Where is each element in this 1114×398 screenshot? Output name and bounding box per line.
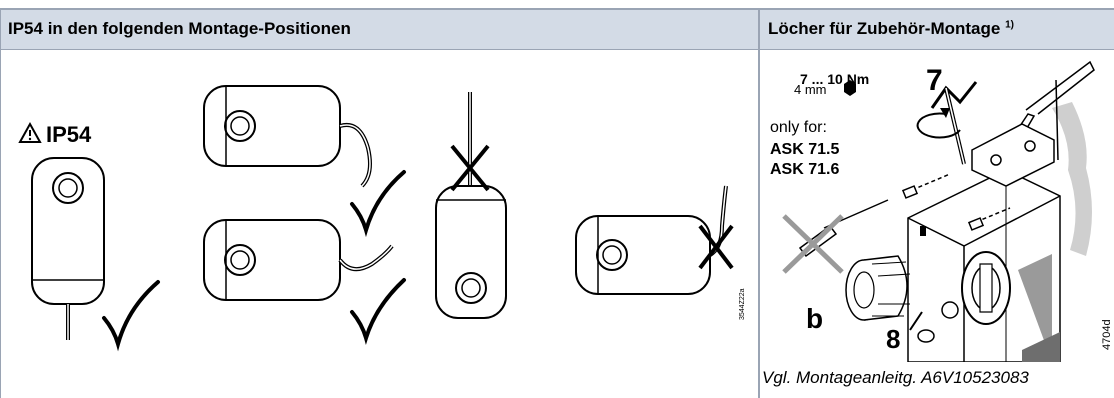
hex-size-label: 4 mm: [794, 82, 827, 97]
rotation-arrow-icon: [916, 112, 961, 139]
step-8-label: 8: [886, 324, 900, 354]
actuator-horizontal-cable-up: [575, 185, 728, 295]
screw-icon: [901, 173, 951, 199]
screw-icon: [967, 207, 1011, 231]
check-icon: [350, 170, 406, 238]
actuator-horizontal-cable-right-bottom: [203, 219, 394, 301]
actuator-vertical-cable-down: [31, 157, 105, 340]
header-cell-ip54: IP54 in den folgenden Montage-Positionen: [0, 10, 758, 50]
ring-clip-icon: [909, 311, 935, 343]
check-icon: [350, 278, 406, 345]
cross-icon: [782, 214, 844, 274]
model-1-label: ASK 71.5: [770, 141, 839, 158]
part-b-label: b: [806, 303, 823, 334]
cross-icon: [698, 224, 734, 270]
footnote-marker: 1): [1005, 19, 1014, 31]
actuator-housing: [907, 169, 1061, 362]
warning-icon: [18, 121, 42, 143]
mounting-positions-figure: IP54: [18, 85, 746, 352]
model-2-label: ASK 71.6: [770, 161, 839, 178]
reference-caption: Vgl. Montageanleitg. A6V10523083: [762, 368, 1029, 387]
header-title-accessory-text: Löcher für Zubehör-Montage: [768, 19, 1001, 38]
only-for-label: only for:: [770, 119, 827, 136]
check-icon: [102, 280, 160, 352]
table-top-border: [0, 8, 1114, 10]
step-7-label: 7: [926, 64, 943, 97]
coupling-part-icon: [845, 255, 911, 321]
accessory-mounting-figure: 7 ... 10 Nm 4 mm 7 only for: ASK 71.5 AS…: [770, 60, 1113, 362]
column-divider: [758, 10, 760, 398]
right-figure-code: 4704d: [1101, 319, 1113, 350]
hex-socket-icon: [844, 80, 856, 96]
ip54-label: IP54: [46, 122, 92, 147]
header-title-ip54: IP54 in den folgenden Montage-Positionen: [8, 19, 351, 38]
cross-icon: [450, 144, 490, 192]
actuator-horizontal-cable-right-top: [203, 85, 372, 188]
hex-key-icon: [930, 81, 978, 165]
header-title-accessory: Löcher für Zubehör-Montage 1): [768, 19, 1014, 39]
table-left-border: [0, 10, 1, 398]
torque-label: 7 ... 10 Nm: [800, 71, 869, 87]
actuator-vertical-cable-up: [435, 92, 507, 319]
left-figure-code: 3544Z22a: [739, 288, 746, 320]
header-cell-accessory: Löcher für Zubehör-Montage 1): [760, 10, 1114, 50]
